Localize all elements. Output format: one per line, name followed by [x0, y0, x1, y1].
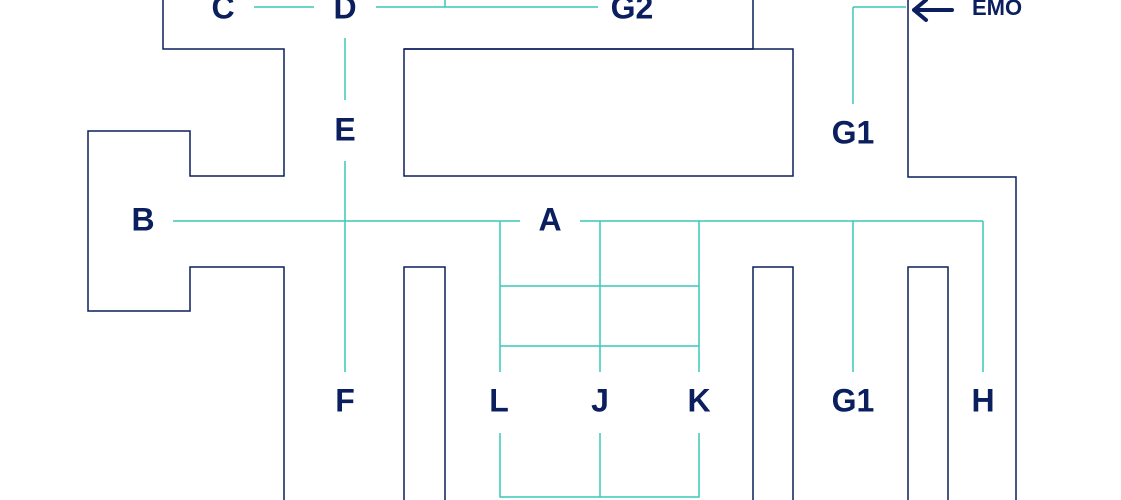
wall-right [907, 0, 1017, 500]
wall-left-upper [87, 0, 285, 500]
label-e: E [334, 111, 355, 147]
label-g2: G2 [611, 0, 654, 25]
label-j: J [591, 382, 609, 418]
label-h: H [971, 382, 994, 418]
routes [173, 0, 984, 498]
labels: C D G2 E G1 B A F L J K G1 H EMO [131, 0, 1022, 418]
label-entrance: EMO [972, 0, 1022, 20]
label-d: D [333, 0, 356, 25]
label-b: B [131, 201, 154, 237]
label-f: F [335, 382, 355, 418]
label-c: C [211, 0, 234, 25]
label-g1-top: G1 [832, 114, 875, 150]
label-k: K [687, 382, 710, 418]
wall-column-1 [403, 266, 446, 500]
wall-block-upper-center [403, 48, 794, 177]
wall-top-center [404, 0, 754, 50]
arrow-left-icon [912, 0, 954, 22]
wall-column-3 [907, 266, 949, 500]
label-a: A [538, 201, 561, 237]
label-l: L [489, 382, 509, 418]
wall-column-2 [752, 266, 794, 500]
walls [87, 0, 1017, 500]
label-g1-bottom: G1 [832, 382, 875, 418]
